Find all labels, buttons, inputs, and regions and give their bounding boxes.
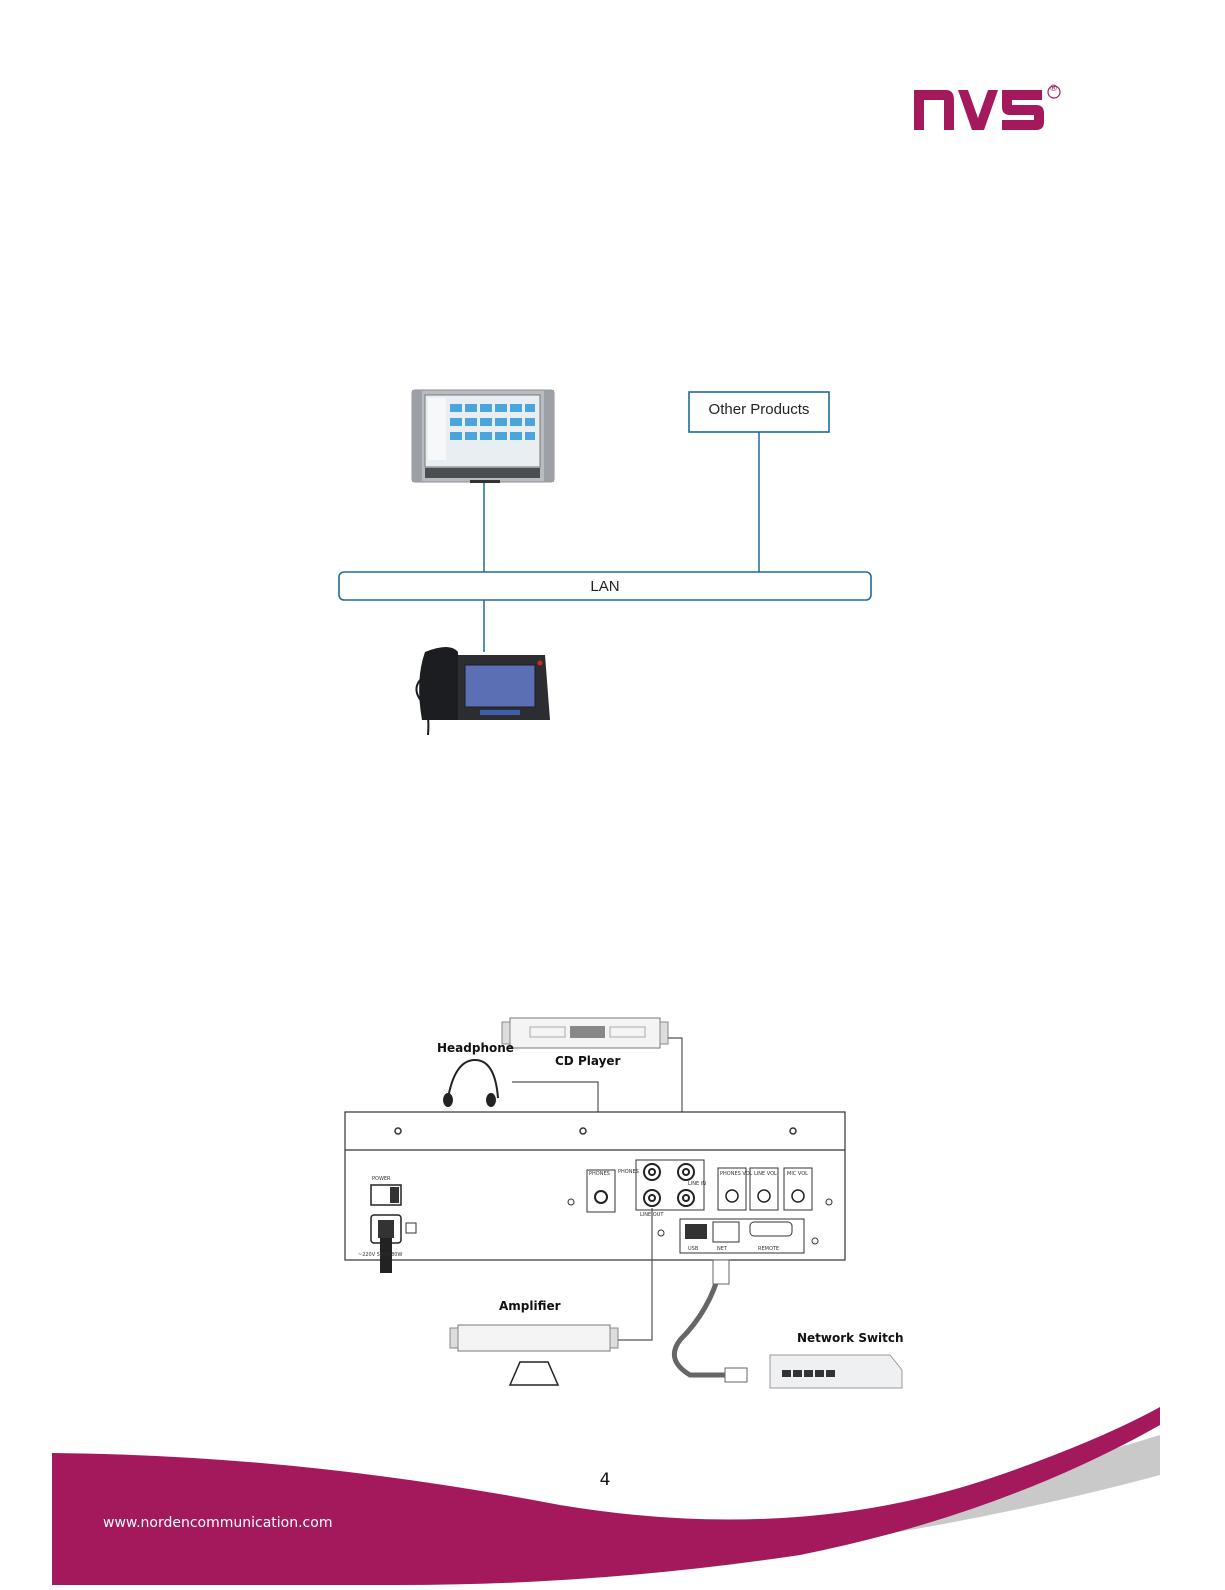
network-switch-label: Network Switch <box>797 1331 904 1345</box>
svg-text:~220V 50Hz 80W: ~220V 50Hz 80W <box>358 1252 402 1258</box>
svg-text:PHONES: PHONES <box>589 1171 610 1177</box>
paging-console-device <box>416 647 550 735</box>
lan-label: LAN <box>339 578 871 595</box>
svg-text:NET: NET <box>717 1246 728 1252</box>
server-touchscreen-device <box>412 390 554 483</box>
svg-text:LINE IN: LINE IN <box>688 1181 706 1187</box>
headphone-label: Headphone <box>437 1041 514 1055</box>
svg-text:PHONES: PHONES <box>618 1169 639 1175</box>
nvs-logo: ® <box>912 82 1062 142</box>
network-cable <box>674 1270 740 1375</box>
amplifier-device <box>450 1325 618 1385</box>
amplifier-label: Amplifier <box>499 1299 561 1313</box>
svg-text:REMOTE: REMOTE <box>758 1246 779 1252</box>
page-number: 4 <box>590 1470 620 1490</box>
cd-player-device <box>502 1018 668 1048</box>
other-products-label: Other Products <box>689 401 829 418</box>
nvs-logo-mark <box>912 82 1062 142</box>
website-url[interactable]: www.nordencommunication.com <box>103 1515 332 1531</box>
lan-topology-diagram: Other Products LAN <box>300 380 920 780</box>
footer-wave <box>0 1395 1225 1585</box>
svg-text:MIC VOL: MIC VOL <box>787 1171 808 1177</box>
network-switch-device <box>770 1355 902 1388</box>
svg-text:USB: USB <box>688 1246 699 1252</box>
headphone-device <box>444 1060 498 1106</box>
rear-panel-connection-diagram: POWER ~220V 50Hz 80W PHONES PHONES LINE … <box>330 1010 920 1410</box>
cd-player-label: CD Player <box>555 1054 620 1068</box>
svg-text:PHONES VOL: PHONES VOL <box>720 1171 753 1177</box>
svg-text:LINE VOL: LINE VOL <box>754 1171 777 1177</box>
rear-panel: POWER ~220V 50Hz 80W PHONES PHONES LINE … <box>345 1112 845 1273</box>
registered-mark: ® <box>1049 84 1058 94</box>
svg-text:POWER: POWER <box>372 1176 391 1182</box>
rj45-connector <box>713 1260 729 1284</box>
